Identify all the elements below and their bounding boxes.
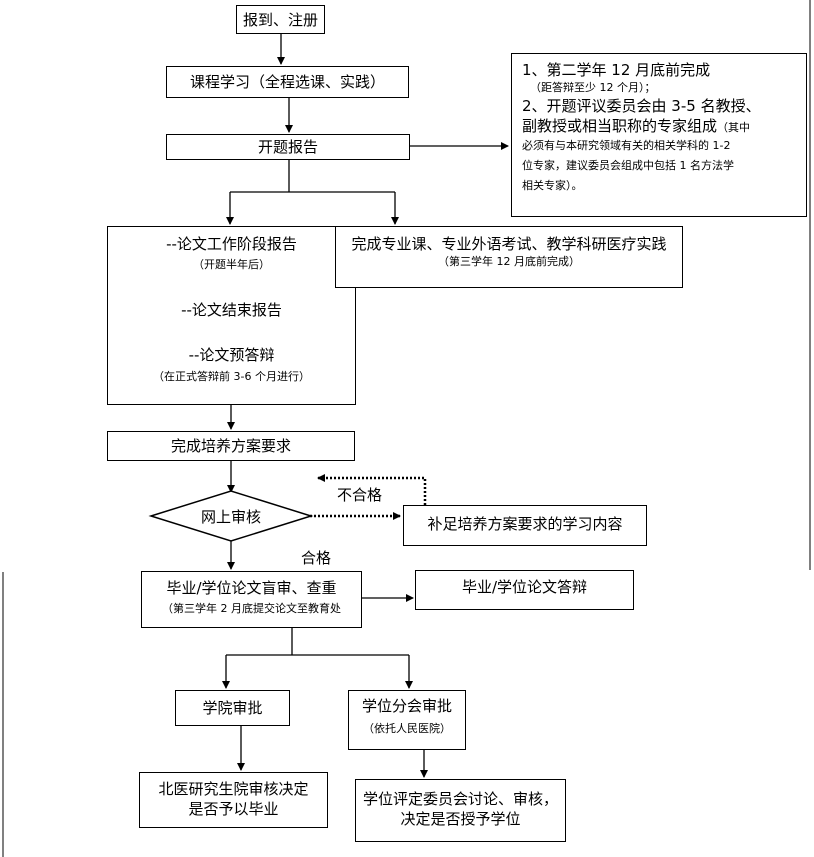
- supplement-label: 补足培养方案要求的学习内容: [427, 515, 623, 533]
- graduate-school-line-1: 北医研究生院审核决定: [158, 780, 309, 798]
- stage-2-label: --论文结束报告: [181, 301, 282, 319]
- practice-label: 完成专业课、专业外语考试、教学科研医疗实践: [351, 235, 667, 253]
- degree-committee-line-1: 学位评定委员会讨论、审核，: [362, 790, 558, 808]
- note-line-6: 位专家，建议委员会组成中包括 1 名方法学: [522, 159, 734, 172]
- proposal-box: 开题报告: [166, 134, 410, 160]
- fail-label: 不合格: [337, 486, 383, 504]
- register-label: 报到、注册: [242, 11, 318, 29]
- blind-review-sub: （第三学年 2 月底提交论文至教育处: [162, 602, 341, 615]
- proposal-note-box: 1、第二学年 12 月底前完成 （距答辩至少 12 个月）； 2、开题评议委员会…: [511, 53, 807, 217]
- note-line-3: 2、开题评议委员会由 3-5 名教授、: [522, 97, 761, 115]
- stage-1-label: --论文工作阶段报告: [166, 235, 297, 253]
- degree-subcommittee-box: 学位分会审批 （依托人民医院）: [348, 690, 466, 750]
- practice-box: 完成专业课、专业外语考试、教学科研医疗实践 （第三学年 12 月底前完成）: [335, 226, 683, 288]
- practice-sub: （第三学年 12 月底前完成）: [438, 255, 580, 268]
- note-line-4: 副教授或相当职称的专家组成（其中: [522, 116, 806, 136]
- pass-label: 合格: [301, 549, 332, 567]
- stage-3-label: --论文预答辩: [188, 346, 275, 364]
- college-approval-label: 学院审批: [202, 699, 263, 717]
- courses-label: 课程学习（全程选课、实践）: [189, 73, 385, 91]
- defense-label: 毕业/学位论文答辩: [461, 578, 588, 596]
- proposal-label: 开题报告: [257, 138, 318, 156]
- degree-subcommittee-label: 学位分会审批: [361, 697, 452, 715]
- college-approval-box: 学院审批: [175, 690, 290, 726]
- graduate-school-line-2: 是否予以毕业: [188, 800, 279, 818]
- stage-3-sub: （在正式答辩前 3-6 个月进行）: [153, 370, 310, 383]
- note-line-1: 1、第二学年 12 月底前完成: [522, 61, 711, 79]
- complete-requirements-box: 完成培养方案要求: [107, 431, 355, 461]
- stage-1-sub: （开题半年后）: [193, 258, 270, 271]
- blind-review-label: 毕业/学位论文盲审、查重: [166, 579, 337, 597]
- arrow-supplement-review: [317, 474, 427, 505]
- review-diamond: [148, 490, 314, 542]
- courses-box: 课程学习（全程选课、实践）: [166, 66, 409, 98]
- defense-box: 毕业/学位论文答辩: [415, 570, 634, 610]
- note-line-2: （距答辩至少 12 个月）；: [530, 81, 656, 94]
- note-line-4a: 副教授或相当职称的专家组成: [522, 117, 718, 135]
- supplement-box: 补足培养方案要求的学习内容: [403, 505, 647, 546]
- degree-committee-line-2: 决定是否授予学位: [400, 810, 521, 828]
- degree-committee-box: 学位评定委员会讨论、审核， 决定是否授予学位: [355, 779, 566, 842]
- degree-subcommittee-sub: （依托人民医院）: [363, 722, 451, 735]
- note-line-7: 相关专家）。: [522, 179, 583, 192]
- review-label: 网上审核: [201, 508, 262, 526]
- complete-requirements-label: 完成培养方案要求: [170, 437, 291, 455]
- note-line-4b: （其中: [717, 121, 751, 134]
- graduate-school-box: 北医研究生院审核决定 是否予以毕业: [139, 772, 328, 828]
- blind-review-box: 毕业/学位论文盲审、查重 （第三学年 2 月底提交论文至教育处: [141, 571, 362, 628]
- register-box: 报到、注册: [236, 5, 325, 34]
- note-line-5: 必须有与本研究领域有关的相关学科的 1-2: [522, 139, 731, 152]
- thesis-stages-box: --论文工作阶段报告 （开题半年后） --论文结束报告 --论文预答辩 （在正式…: [107, 226, 356, 405]
